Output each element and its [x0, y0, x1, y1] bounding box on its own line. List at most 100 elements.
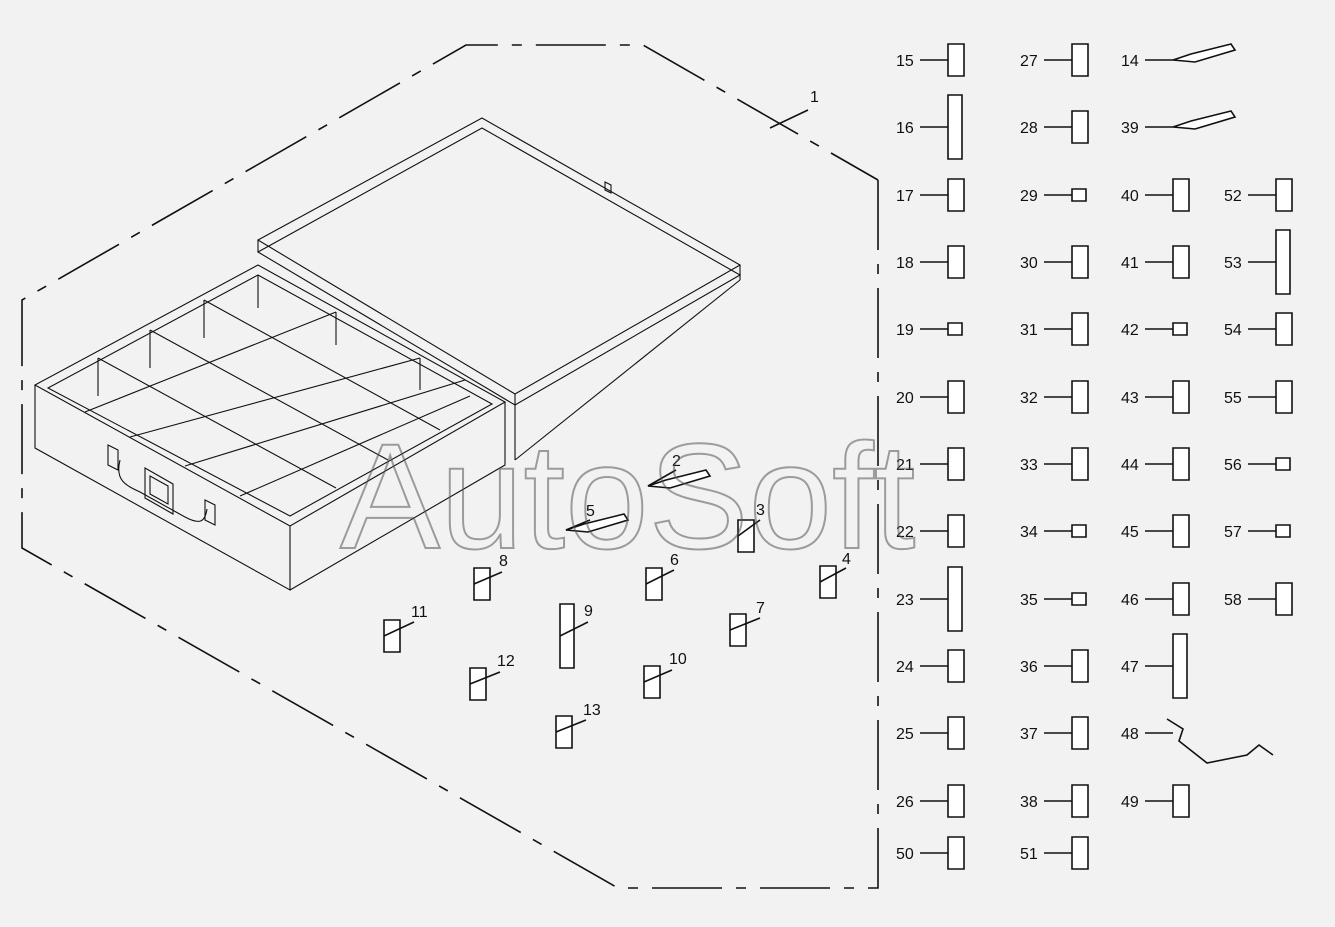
part-label-12: 12	[497, 653, 515, 670]
part-label-40: 40	[1121, 188, 1139, 205]
part-label-9: 9	[584, 603, 593, 620]
part-label-51: 51	[1020, 846, 1038, 863]
part-44-drawing	[1172, 447, 1190, 481]
part-label-24: 24	[896, 659, 914, 676]
part-label-26: 26	[896, 794, 914, 811]
leader-line-13	[555, 719, 587, 733]
part-label-39: 39	[1121, 120, 1139, 137]
part-label-4: 4	[842, 551, 851, 568]
part-label-23: 23	[896, 592, 914, 609]
part-51-drawing	[1071, 836, 1089, 870]
part-18-drawing	[947, 245, 965, 279]
part-label-54: 54	[1224, 322, 1242, 339]
part-label-41: 41	[1121, 255, 1139, 272]
part-17-drawing	[947, 178, 965, 212]
part-label-19: 19	[896, 322, 914, 339]
part-48-drawing	[1166, 718, 1274, 764]
part-35-drawing	[1071, 592, 1087, 606]
part-37-drawing	[1071, 716, 1089, 750]
part-31-drawing	[1071, 312, 1089, 346]
part-14-drawing	[1172, 43, 1237, 63]
part-28-drawing	[1071, 110, 1089, 144]
part-label-10: 10	[669, 651, 687, 668]
part-13-drawing	[555, 715, 573, 749]
part-label-47: 47	[1121, 659, 1139, 676]
part-label-17: 17	[896, 188, 914, 205]
leader-line-7	[729, 617, 761, 631]
part-label-55: 55	[1224, 390, 1242, 407]
part-label-20: 20	[896, 390, 914, 407]
part-label-8: 8	[499, 553, 508, 570]
part-6-drawing	[645, 567, 663, 601]
part-4-drawing	[819, 565, 837, 599]
part-22-drawing	[947, 514, 965, 548]
part-label-46: 46	[1121, 592, 1139, 609]
part-32-drawing	[1071, 380, 1089, 414]
part-10-drawing	[643, 665, 661, 699]
part-33-drawing	[1071, 447, 1089, 481]
part-20-drawing	[947, 380, 965, 414]
part-55-drawing	[1275, 380, 1293, 414]
part-45-drawing	[1172, 514, 1190, 548]
part-label-43: 43	[1121, 390, 1139, 407]
part-40-drawing	[1172, 178, 1190, 212]
part-30-drawing	[1071, 245, 1089, 279]
part-label-5: 5	[586, 503, 595, 520]
leader-line-1	[769, 109, 809, 129]
part-38-drawing	[1071, 784, 1089, 818]
part-label-7: 7	[756, 600, 765, 617]
part-29-drawing	[1071, 188, 1087, 202]
part-15-drawing	[947, 43, 965, 77]
part-label-49: 49	[1121, 794, 1139, 811]
part-27-drawing	[1071, 43, 1089, 77]
watermark: AutoSoft	[340, 412, 915, 580]
part-26-drawing	[947, 784, 965, 818]
part-label-21: 21	[896, 457, 914, 474]
part-12-drawing	[469, 667, 487, 701]
part-label-52: 52	[1224, 188, 1242, 205]
part-41-drawing	[1172, 245, 1190, 279]
part-7-drawing	[729, 613, 747, 647]
part-9-drawing	[559, 603, 575, 669]
part-label-50: 50	[896, 846, 914, 863]
leader-line-6	[645, 569, 675, 585]
part-25-drawing	[947, 716, 965, 750]
part-label-29: 29	[1020, 188, 1038, 205]
part-label-38: 38	[1020, 794, 1038, 811]
leader-line-8	[473, 571, 503, 585]
part-label-56: 56	[1224, 457, 1242, 474]
part-label-3: 3	[756, 502, 765, 519]
case-lid	[256, 117, 742, 461]
part-label-58: 58	[1224, 592, 1242, 609]
part-58-drawing	[1275, 582, 1293, 616]
parts-group	[383, 43, 1293, 870]
leader-line-10	[643, 669, 673, 683]
part-label-28: 28	[1020, 120, 1038, 137]
part-49-drawing	[1172, 784, 1190, 818]
leader-line-11	[383, 621, 415, 637]
part-36-drawing	[1071, 649, 1089, 683]
part-56-drawing	[1275, 457, 1291, 471]
part-label-32: 32	[1020, 390, 1038, 407]
part-label-11: 11	[411, 604, 428, 621]
leader-line-4	[819, 567, 847, 583]
part-23-drawing	[947, 566, 963, 632]
part-label-22: 22	[896, 524, 914, 541]
case-tray	[33, 264, 507, 591]
leader-line-12	[469, 671, 501, 685]
leader-line-9	[559, 621, 589, 637]
part-label-2: 2	[672, 453, 681, 470]
leader-line-5	[565, 519, 591, 531]
part-label-30: 30	[1020, 255, 1038, 272]
part-2-drawing	[647, 469, 712, 489]
part-label-57: 57	[1224, 524, 1242, 541]
part-label-14: 14	[1121, 53, 1139, 70]
part-label-33: 33	[1020, 457, 1038, 474]
leader-lines	[383, 59, 1276, 854]
part-label-36: 36	[1020, 659, 1038, 676]
part-21-drawing	[947, 447, 965, 481]
part-label-48: 48	[1121, 726, 1139, 743]
part-label-25: 25	[896, 726, 914, 743]
